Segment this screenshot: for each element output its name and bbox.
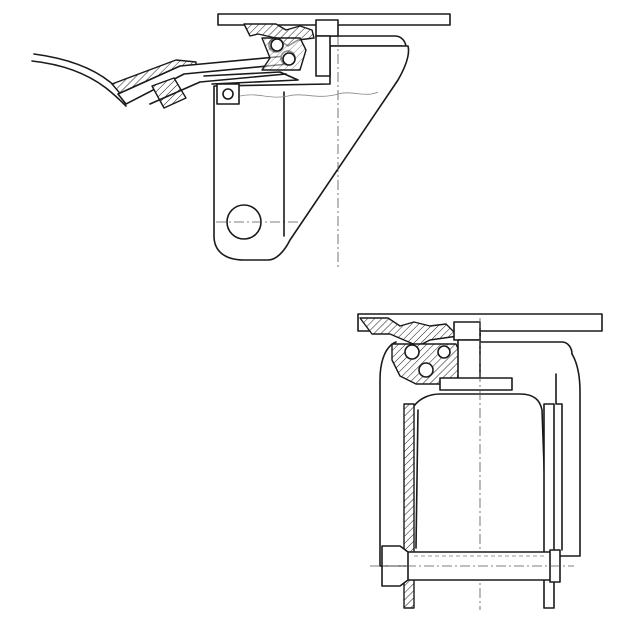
front-kingpin-sleeve [457, 339, 481, 381]
bearing-ball-upper-front [270, 38, 284, 52]
fork-leg-right-outer [549, 353, 581, 557]
rivet [222, 88, 234, 100]
fork-inner-right [555, 373, 563, 551]
bearing-race [261, 37, 307, 71]
fork-leg-left-outer [379, 341, 403, 567]
brake-lever-spring [203, 71, 299, 85]
side-view [31, 13, 451, 270]
brake-pedal-housing [151, 77, 187, 109]
front-brake-tab [439, 377, 513, 391]
front-kingpin-block [453, 321, 481, 341]
fork-bracket [213, 45, 410, 261]
front-bearing-ball-upper [404, 344, 420, 360]
section-break-line [239, 91, 379, 98]
front-swivel-bearing [479, 330, 573, 355]
brake-cable-sheath [33, 53, 126, 98]
bearing-ball-lower-front [282, 52, 296, 66]
kingpin-block [315, 19, 339, 37]
kingpin-sleeve [315, 35, 331, 77]
swivel-bearing-ring [329, 24, 407, 49]
brake-cable [31, 60, 127, 107]
brake-lever-lower [149, 73, 287, 105]
front-bearing-ball-lower [418, 362, 434, 378]
fork-inner-line [415, 409, 419, 549]
fork-inner-left [413, 393, 547, 521]
front-bearing-ball-right [437, 345, 451, 359]
front-view [357, 313, 603, 610]
